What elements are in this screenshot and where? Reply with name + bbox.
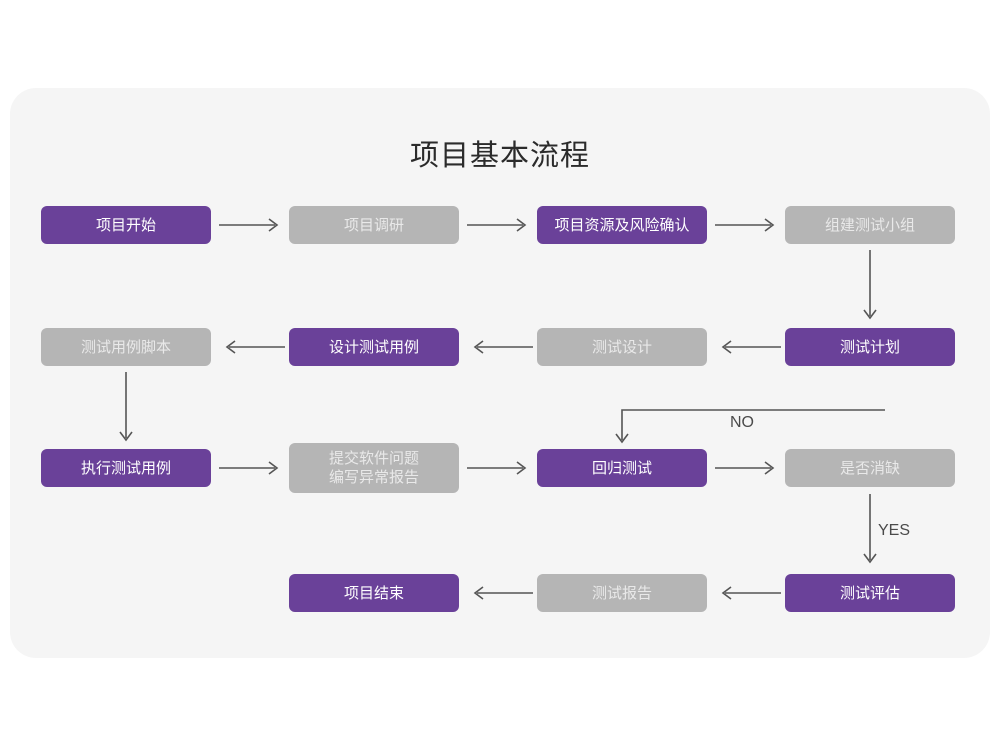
arrow-right-n1-n2 [219, 216, 285, 234]
node-test-report[interactable]: 测试报告 [537, 574, 707, 612]
node-submit-issue-report[interactable]: 提交软件问题 编写异常报告 [289, 443, 459, 493]
node-project-end[interactable]: 项目结束 [289, 574, 459, 612]
arrow-left-n7-n8 [219, 338, 285, 356]
edge-label-no: NO [730, 414, 754, 431]
edge-label-yes: YES [878, 522, 911, 539]
node-project-start[interactable]: 项目开始 [41, 206, 211, 244]
arrow-right-n11-n12 [715, 459, 781, 477]
node-test-design[interactable]: 测试设计 [537, 328, 707, 366]
node-test-evaluation[interactable]: 测试评估 [785, 574, 955, 612]
node-execute-test-cases[interactable]: 执行测试用例 [41, 449, 211, 487]
arrow-right-n9-n10 [219, 459, 285, 477]
flowchart-card [10, 88, 990, 658]
node-test-plan[interactable]: 测试计划 [785, 328, 955, 366]
node-project-research[interactable]: 项目调研 [289, 206, 459, 244]
node-regression-test[interactable]: 回归测试 [537, 449, 707, 487]
arrow-down-n8-n9 [117, 372, 135, 448]
node-design-test-cases[interactable]: 设计测试用例 [289, 328, 459, 366]
node-build-test-team[interactable]: 组建测试小组 [785, 206, 955, 244]
node-test-case-script[interactable]: 测试用例脚本 [41, 328, 211, 366]
arrow-down-n4-n5 [861, 250, 879, 326]
node-defect-cleared[interactable]: 是否消缺 [785, 449, 955, 487]
arrow-left-n5-n6 [715, 338, 781, 356]
arrow-right-n3-n4 [715, 216, 781, 234]
arrow-right-n2-n3 [467, 216, 533, 234]
arrow-right-n10-n11 [467, 459, 533, 477]
arrow-left-n13-n14 [715, 584, 781, 602]
arrow-left-n6-n7 [467, 338, 533, 356]
loop-no-n12-n11 [615, 408, 885, 452]
arrow-down-n12-n13 [861, 494, 879, 570]
node-resource-risk-confirm[interactable]: 项目资源及风险确认 [537, 206, 707, 244]
arrow-left-n14-n15 [467, 584, 533, 602]
page-title: 项目基本流程 [409, 140, 590, 172]
